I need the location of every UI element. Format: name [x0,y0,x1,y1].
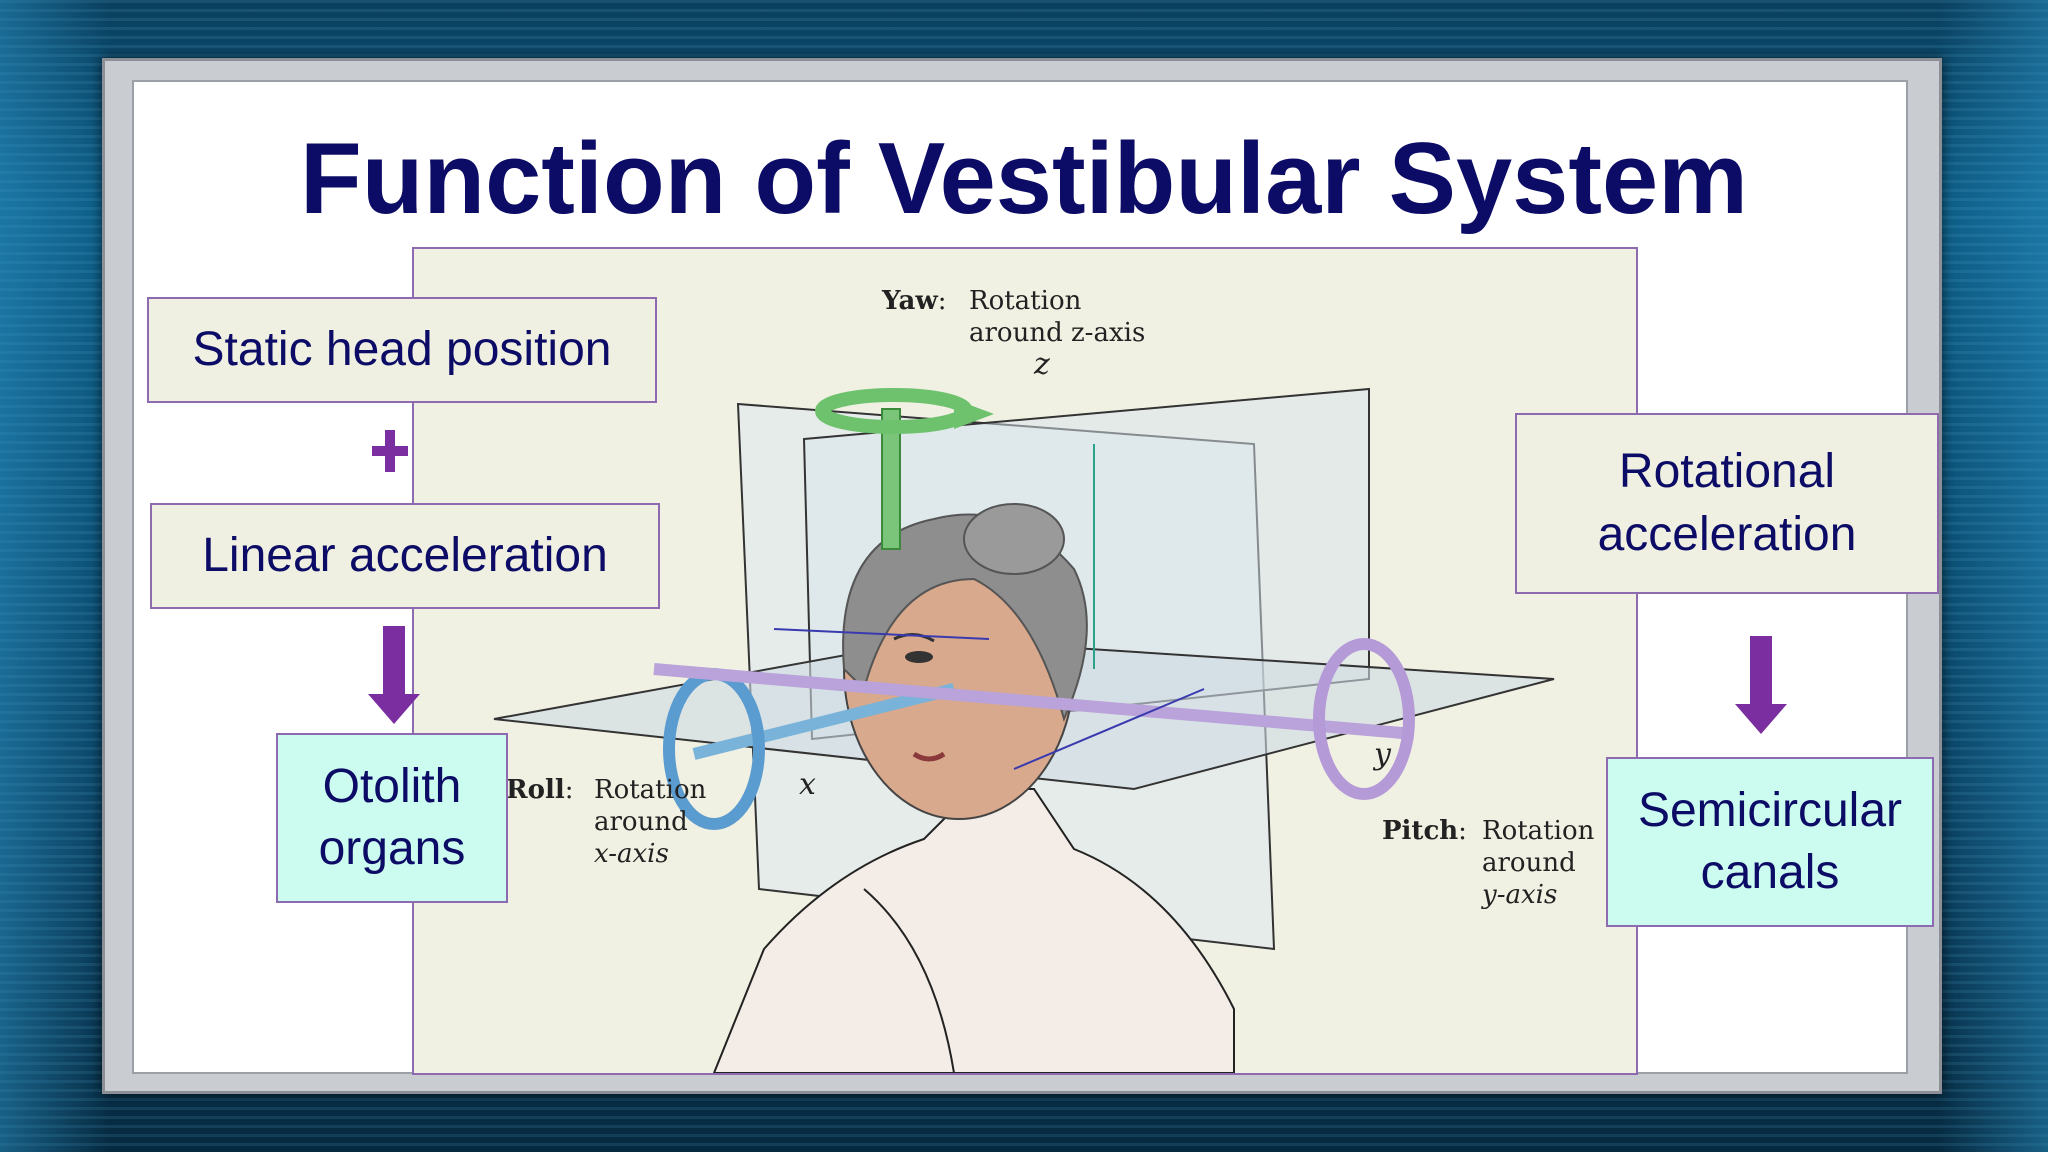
roll-term: Roll [506,775,565,805]
roll-line1: Rotation [594,774,706,806]
semicircular-canals-line1: Semicircular [1638,780,1902,842]
yaw-term: Yaw [882,286,938,316]
linear-acceleration-text: Linear acceleration [202,525,608,587]
slide-title: Function of Vestibular System [0,124,2048,235]
y-axis-label: y [1374,739,1391,771]
static-head-position-text: Static head position [193,319,612,381]
semicircular-canals-box: Semicircular canals [1606,757,1934,927]
pitch-line3: y-axis [1482,879,1557,911]
roll-line3: x-axis [594,838,669,870]
pitch-line1: Rotation [1482,815,1594,847]
semicircular-canals-line2: canals [1701,842,1840,904]
static-head-position-box: Static head position [147,297,657,403]
x-axis-label: x [799,769,816,801]
pitch-label: Pitch: [1382,815,1467,847]
yaw-line2: around z-axis [969,317,1145,349]
rotational-acceleration-box: Rotational acceleration [1515,413,1939,594]
roll-line2: around [594,806,688,838]
down-arrow-icon-right [1735,636,1787,734]
hair-bun [964,504,1064,574]
linear-acceleration-box: Linear acceleration [150,503,660,609]
roll-label: Roll: [506,774,573,806]
rotational-acceleration-line2: acceleration [1598,504,1857,566]
yaw-line1: Rotation [969,285,1081,317]
eye [905,651,933,663]
down-arrow-icon [368,626,420,724]
otolith-organs-line1: Otolith [323,756,462,818]
plus-icon [372,430,408,472]
yaw-label: Yaw: [882,285,955,317]
otolith-organs-box: Otolith organs [276,733,508,903]
pitch-term: Pitch [1382,816,1458,846]
rotational-acceleration-line1: Rotational [1619,441,1835,503]
z-axis-label: z [1034,349,1050,381]
pitch-line2: around [1482,847,1576,879]
otolith-organs-line2: organs [319,818,466,880]
